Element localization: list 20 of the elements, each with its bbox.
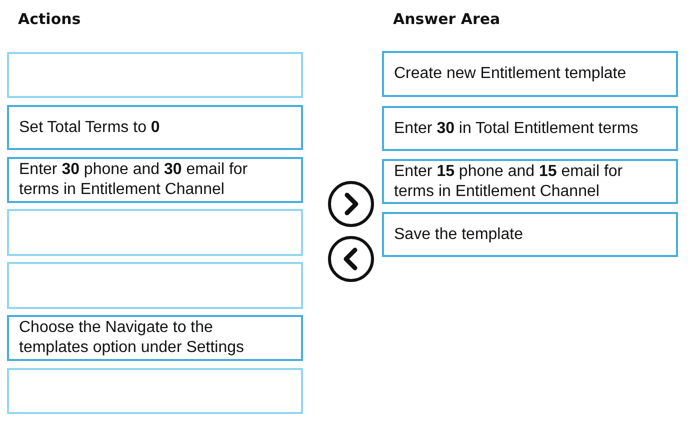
step-text: Enter 30 in Total Entitlement terms bbox=[394, 118, 638, 138]
step-text: Enter 30 phone and 30 email for terms in Entitlement Channel bbox=[19, 160, 249, 200]
column-heading: Answer Area bbox=[393, 10, 500, 28]
step-text: Enter 15 phone and 15 email for terms in Entitlement Channel bbox=[394, 162, 624, 202]
answer-box bbox=[382, 106, 678, 151]
step-text: Choose the Navigate to the templates option under Settings bbox=[19, 318, 246, 358]
empty-action-slot bbox=[7, 368, 303, 414]
action-box bbox=[7, 105, 303, 150]
answer-box bbox=[382, 159, 678, 204]
empty-action-slot bbox=[7, 52, 303, 98]
empty-action-slot bbox=[7, 262, 303, 309]
step-text: Save the template bbox=[394, 224, 523, 244]
action-box bbox=[7, 315, 303, 361]
action-box bbox=[7, 157, 303, 203]
step-text: Create new Entitlement template bbox=[394, 64, 626, 84]
step-text: Set Total Terms to 0 bbox=[19, 118, 160, 138]
column-heading: Actions bbox=[18, 10, 81, 28]
answer-box bbox=[382, 51, 678, 97]
answer-box bbox=[382, 212, 678, 257]
empty-action-slot bbox=[7, 209, 303, 256]
